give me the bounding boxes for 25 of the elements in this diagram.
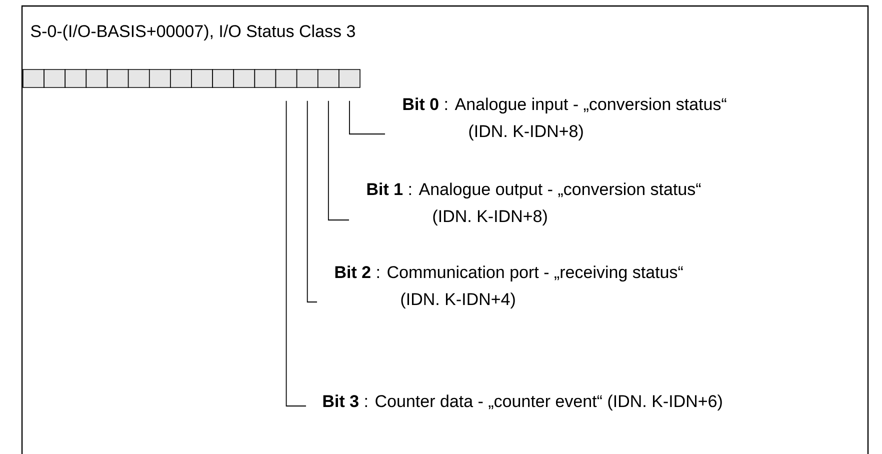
bit-cell — [128, 69, 150, 88]
bit-cell — [86, 69, 108, 88]
bit-cell — [106, 69, 129, 88]
bit-cell — [318, 69, 340, 88]
bit-cell — [296, 69, 318, 88]
leader-line — [306, 100, 318, 302]
bit-cell — [254, 69, 276, 88]
leader-line — [349, 100, 386, 134]
leader-line — [328, 100, 350, 220]
bit-cell — [233, 69, 256, 88]
title: S-0-(I/O-BASIS+00007), I/O Status Class 3 — [30, 24, 355, 40]
leader-line — [286, 100, 306, 406]
bit-cell — [44, 69, 66, 88]
bit-cell — [338, 69, 360, 88]
bit-cell — [212, 69, 234, 88]
bit-description: Bit 0 : Analogue input - „conversion status“ (IDN. K-IDN+8) — [403, 98, 726, 140]
bit-cell — [275, 69, 298, 88]
bit-cell — [170, 69, 192, 88]
bit-description: Bit 3 : Counter data - „counter event“ (IDN. K-IDN+6) — [323, 394, 722, 410]
bit-description: Bit 1 : Analogue output - „conversion status“ (IDN. K-IDN+8) — [367, 182, 701, 226]
bit-cell — [148, 69, 171, 88]
bit-cell — [22, 69, 44, 88]
bit-cell — [191, 69, 213, 88]
bit-description: Bit 2 : Communication port - „receiving status“ (IDN. K-IDN+4) — [335, 266, 683, 308]
bit-cell — [64, 69, 87, 88]
